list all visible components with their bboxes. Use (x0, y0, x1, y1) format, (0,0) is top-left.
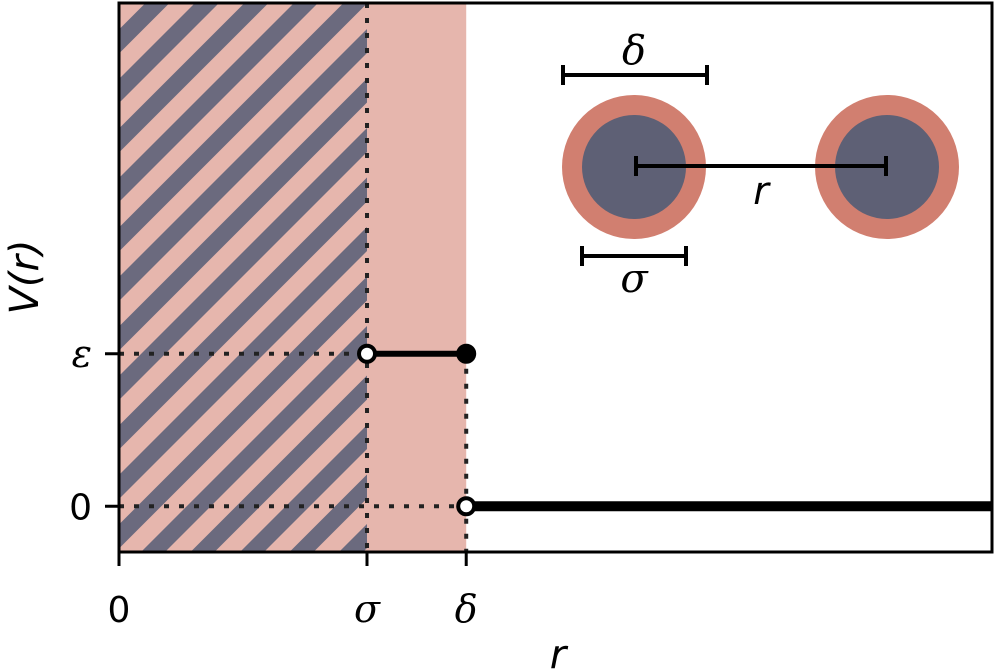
particle-inset: r δ σ (561, 28, 959, 302)
data-point-2 (456, 496, 477, 517)
data-point-0 (357, 343, 378, 364)
ticks (105, 352, 468, 566)
axes-frame (117, 1, 994, 554)
x-axis-label: r (550, 632, 569, 671)
hard-core-region (119, 3, 368, 552)
x-tick-label-zero: 0 (108, 590, 131, 631)
inset-r-label: r (753, 169, 771, 213)
data-point-1 (456, 343, 477, 364)
sigma-width-bar (580, 246, 688, 266)
inset-delta-label: δ (622, 28, 646, 74)
guides (119, 3, 469, 552)
square-well-region (367, 3, 467, 552)
regions (119, 3, 467, 552)
delta-width-bar (561, 65, 709, 85)
x-tick-label-sigma: σ (354, 587, 381, 631)
series (357, 343, 992, 517)
y-tick-label-epsilon: ε (72, 332, 92, 376)
x-tick-label-delta: δ (455, 587, 478, 631)
inset-sigma-label: σ (620, 256, 649, 302)
y-tick-label-zero: 0 (69, 487, 92, 528)
y-axis-label: V(r) (2, 239, 48, 314)
distance-r-bar (634, 156, 888, 176)
